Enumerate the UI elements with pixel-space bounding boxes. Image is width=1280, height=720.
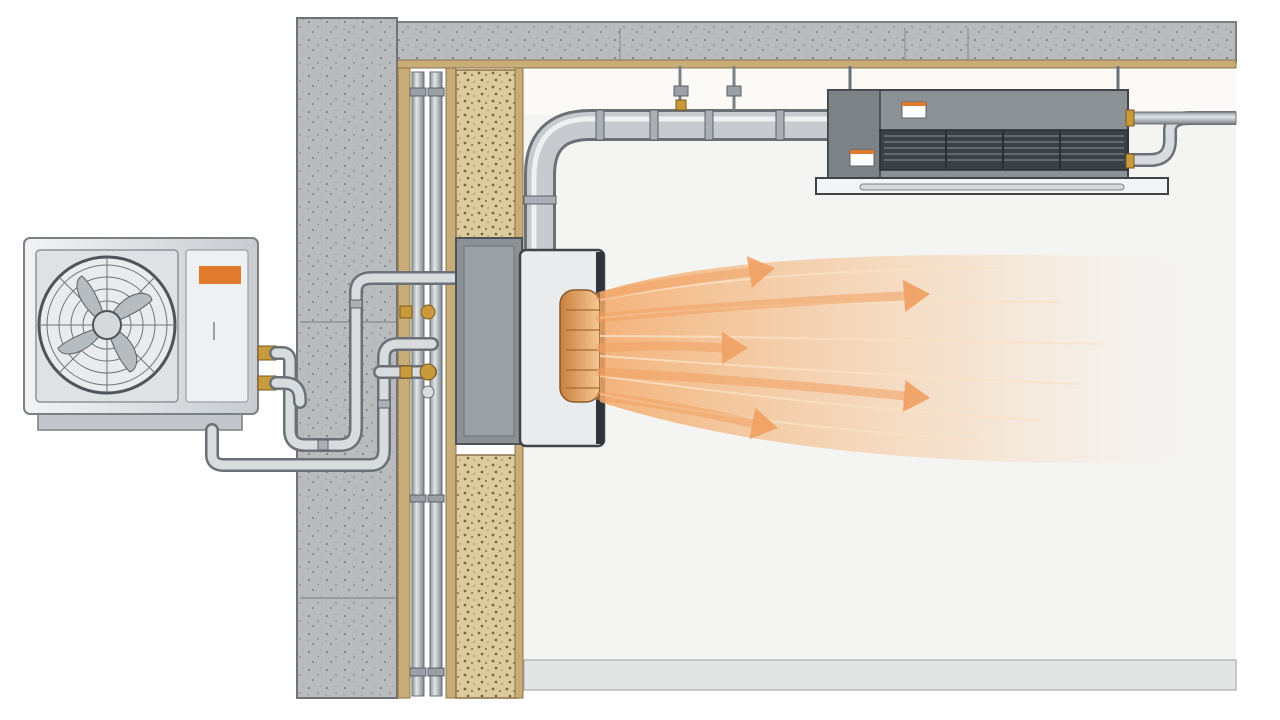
warm-airflow xyxy=(595,254,1200,464)
wall-mounted-indoor-unit xyxy=(455,237,606,448)
airflow-arrow-icon xyxy=(595,391,757,428)
ceiling-slab xyxy=(395,21,1237,69)
airflow-arrows xyxy=(595,256,930,440)
warning-label-icon xyxy=(199,266,241,284)
airflow-arrowhead-icon xyxy=(749,407,778,440)
airflow-arrowhead-icon xyxy=(722,332,748,364)
airflow-arrowhead-icon xyxy=(902,380,930,412)
supply-duct xyxy=(523,66,830,250)
outdoor-fan-icon xyxy=(37,255,177,395)
air-outlet xyxy=(559,289,601,403)
airflow-arrowhead-icon xyxy=(746,256,775,288)
airflow-arrowhead-icon xyxy=(902,279,930,312)
wall-riser-pipes xyxy=(409,71,445,697)
airflow-arrow-icon xyxy=(595,267,754,301)
airflow-arrow-icon xyxy=(595,367,909,401)
outdoor-unit xyxy=(23,237,277,431)
airflow-arrow-icon xyxy=(595,291,909,323)
ceiling-cassette-unit xyxy=(815,66,1237,195)
airflow-arrow-icon xyxy=(595,341,727,353)
